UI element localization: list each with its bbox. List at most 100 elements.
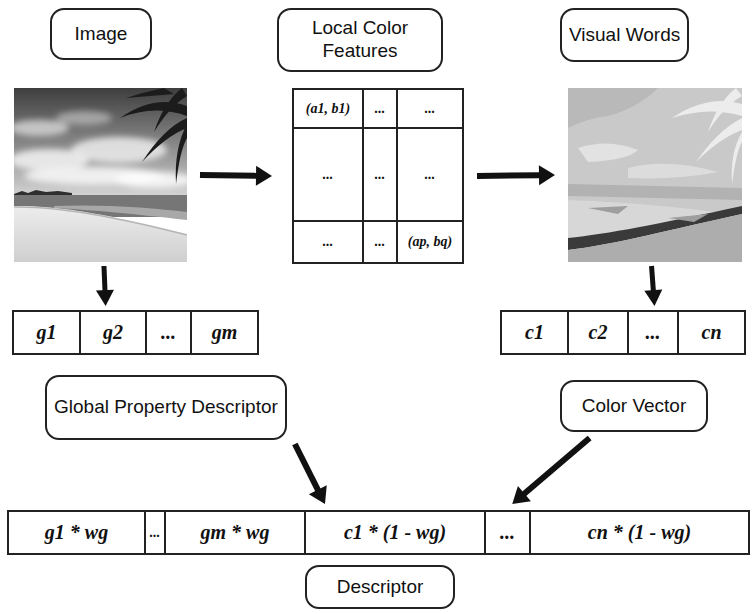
vector-cell: g1 [14,312,79,353]
label-text: gm * wg [201,521,270,544]
label-text: ... [150,525,161,541]
label-text: Color Vector [582,395,687,418]
connector-line [295,444,318,491]
label-text: ... [323,167,334,183]
vector-cell: cn * (1 - wg) [529,512,748,553]
color-vector: c1 c2... cn [500,310,746,355]
label-text: ... [323,234,334,250]
label-text: g1 * wg [45,521,108,544]
grid-cell: ... [364,90,398,129]
label-text: Image [75,23,128,46]
label-text: (ap, bq) [408,234,452,250]
label-text: cn [702,321,722,344]
arrowhead [256,166,272,186]
label-text: ... [425,167,436,183]
vector-cell: c1 * (1 - wg) [304,512,484,553]
region [672,101,742,118]
region [568,88,742,262]
label-text: ... [375,167,386,183]
shoreline [14,207,187,235]
region [568,184,742,200]
region [568,214,742,262]
label-text: ... [375,234,386,250]
label-text: ... [161,321,176,344]
label-text: ... [646,321,661,344]
label-text: Visual Words [569,24,680,47]
arrowhead [644,289,662,306]
label-text: g1 [37,321,57,344]
arrowhead [309,485,327,504]
label-pill: Color Vector [560,380,708,432]
grid-cell: ... [294,222,364,264]
grid-cell: ... [398,129,464,222]
palm-regions [672,88,742,184]
connector-line [200,172,257,179]
visual-words-node: Visual Words [568,88,742,262]
connector-line [652,266,654,291]
region [568,88,658,128]
region [732,132,742,184]
label-text: cn * (1 - wg) [588,521,691,544]
grid-cell: (ap, bq) [398,222,464,264]
arrow-connector [512,438,589,504]
label-text: gm [212,321,238,344]
label-pill: Image [50,8,152,60]
arrow-connector [96,266,114,306]
label-text: g2 [103,321,123,344]
sand [14,206,187,262]
palm-fronds [120,88,187,184]
image-node: Image [14,88,187,262]
arrow-connector [200,166,272,186]
region [708,88,742,132]
label-pill: Global Property Descriptor [45,375,287,440]
arrowhead [96,290,114,306]
vector-cell: g2 [79,312,145,353]
label-text: ... [425,101,436,117]
label-pill: Visual Words [560,8,689,62]
vector-cell: cn [677,312,744,353]
arrow-connector [295,444,327,504]
label-text: c1 [525,321,544,344]
vector-cell: c2 [567,312,627,353]
vector-cell: g1 * wg [9,512,144,553]
label-text: Local Color Features [286,17,434,63]
connector-line [477,172,540,179]
grid-cell: (a1, b1) [294,90,364,129]
cloud [56,111,112,125]
connector-line [104,266,105,291]
arrowhead [512,486,531,504]
vector-cell: gm * wg [164,512,304,553]
region [578,143,638,162]
visual-words-map [568,88,742,262]
arrowhead [539,165,555,185]
label-text: ... [500,521,515,544]
region [588,206,708,222]
vector-cell: ... [145,312,190,353]
grid-cell: ... [294,129,364,222]
cloud [14,120,69,136]
global-vector: g1 g2... gm [12,310,259,355]
grid-cell: ... [364,129,398,222]
frond [120,102,187,118]
vector-cell: c1 [502,312,567,353]
label-pill: Descriptor [305,565,455,609]
clouds [14,111,187,188]
connector-line [524,438,590,494]
label-text: ... [375,101,386,117]
label-text: Descriptor [337,576,424,599]
label-text: c1 * (1 - wg) [344,521,446,544]
vector-cell: gm [190,312,257,353]
region [568,200,742,262]
descriptor-vector: g1 * wg... gm * wg c1 * (1 - wg)... cn * (1… [7,510,750,555]
vector-cell: ... [144,512,164,553]
label-text: c2 [589,321,608,344]
arrow-connector [644,266,662,306]
grid-cell: ... [398,90,464,129]
feature-grid: (a1, b1)..................... (ap, bq) [292,88,464,264]
label-pill: Local Color Features [277,8,443,72]
grid-cell: ... [364,222,398,264]
frond [176,124,187,184]
label-text: Global Property Descriptor [54,396,278,419]
arrow-connector [477,165,555,185]
